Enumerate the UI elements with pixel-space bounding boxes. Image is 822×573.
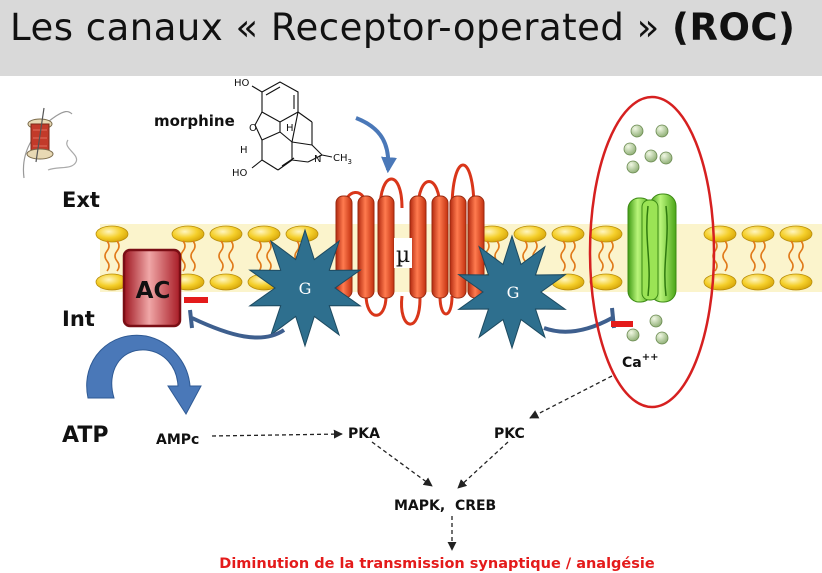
adenylate-cyclase: AC (122, 248, 182, 328)
g-protein-left-label: G (299, 279, 312, 298)
mapk-creb-label: MAPK, CREB (394, 498, 496, 514)
phospholipid (589, 225, 623, 291)
arrow-camp-pka (211, 429, 343, 439)
camp-label: AMPc (156, 432, 199, 448)
slide-title: Les canaux « Receptor-operated » (ROC) (10, 6, 795, 49)
g-protein-right (457, 234, 567, 350)
calcium-ions (623, 124, 673, 345)
atom-ho-bottom: HO (232, 168, 248, 179)
int-label: Int (62, 307, 95, 331)
atp-conversion-arrow (86, 334, 202, 415)
atom-h-right: H (286, 123, 294, 134)
arrow-pkc-mapk (457, 441, 509, 489)
spool-icon (22, 107, 78, 179)
arrow-pka-mapk (371, 441, 433, 487)
conclusion-text: Diminution de la transmission synaptique… (219, 556, 655, 572)
atom-ho-top: HO (234, 78, 250, 89)
morphine-binding-arrow (355, 116, 397, 174)
ac-inhibition-mark (184, 297, 208, 303)
g-protein-left (248, 228, 362, 348)
phospholipid (209, 225, 243, 291)
channel-highlight (588, 95, 716, 409)
calcium-charge: ++ (642, 352, 659, 363)
phospholipid (247, 225, 281, 291)
phospholipid (779, 225, 813, 291)
phospholipid (95, 225, 129, 291)
inhibition-line-ac (191, 316, 286, 340)
atp-label: ATP (62, 423, 108, 448)
atom-ch3-sub: 3 (348, 158, 352, 166)
inhibition-bar-ac (188, 309, 194, 329)
calcium-base: Ca (622, 355, 642, 371)
channel-inhibition-mark (611, 321, 633, 327)
calcium-label: Ca++ (622, 352, 659, 371)
arrow-ca-pkc (529, 375, 613, 419)
g-protein-right-label: G (507, 283, 520, 302)
phospholipid (741, 225, 775, 291)
morphine-structure (251, 81, 333, 171)
pkc-label: PKC (494, 426, 525, 442)
pka-label: PKA (348, 426, 380, 442)
mu-label: µ (396, 243, 410, 268)
atom-h-left: H (240, 145, 248, 156)
atom-o: O (249, 123, 257, 134)
atom-ch3: CH3 (333, 153, 352, 166)
title-main: Les canaux « Receptor-operated » (10, 6, 660, 49)
morphine-label: morphine (154, 112, 235, 130)
title-bar (0, 0, 822, 76)
title-bold: (ROC) (672, 6, 796, 49)
inhibition-line-channel (543, 316, 613, 334)
ac-label: AC (136, 278, 171, 304)
morphine-atoms: HO O H H N CH3 HO (232, 78, 352, 179)
pathway-arrows (211, 375, 613, 551)
atom-n: N (314, 154, 321, 165)
atom-ch3-base: CH (333, 153, 348, 164)
ext-label: Ext (62, 188, 100, 212)
calcium-channel (627, 193, 677, 303)
